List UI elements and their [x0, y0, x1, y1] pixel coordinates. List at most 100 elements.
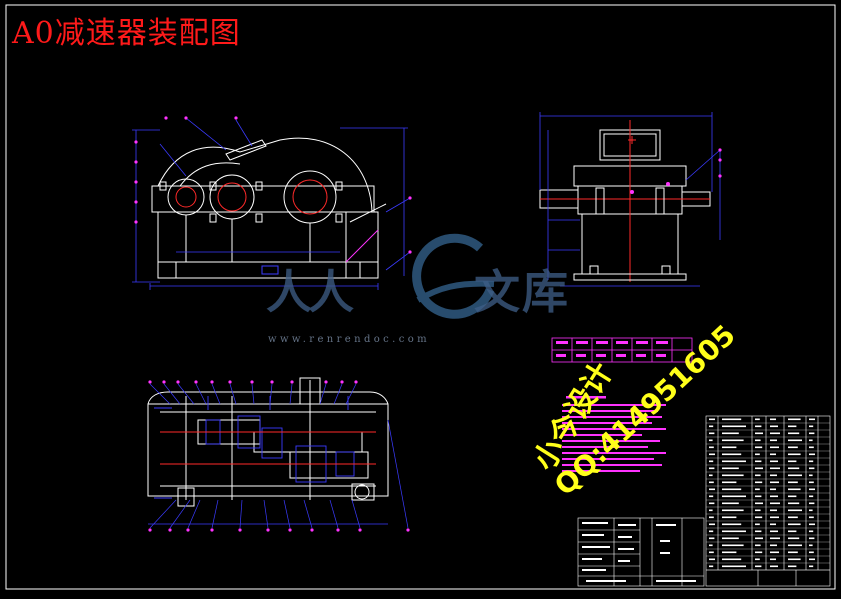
- parts-list-cell-text: [770, 502, 780, 505]
- parts-list-cell-text: [788, 516, 798, 519]
- parts-list-cell-text: [722, 502, 739, 505]
- parts-list-cell-text: [722, 425, 746, 428]
- parts-list-cell-text: [770, 439, 777, 442]
- parts-list-cell-text: [809, 481, 814, 484]
- parts-list-cell-text: [788, 446, 798, 449]
- parts-list-cell-text: [755, 502, 763, 505]
- parts-list-cell-text: [722, 558, 742, 561]
- parts-list-cell-text: [809, 418, 815, 421]
- title-block-cell-text: [660, 552, 670, 554]
- parts-list-cell-text: [788, 474, 802, 477]
- parts-list-cell-text: [788, 523, 801, 526]
- front-view-dimensions: [132, 117, 411, 290]
- parts-list-cell-text: [788, 502, 800, 505]
- parts-list-cell-text: [709, 474, 713, 477]
- parts-list-cell-text: [755, 544, 761, 547]
- parts-list-cell-text: [770, 551, 779, 554]
- parts-list-cell-text: [809, 551, 814, 554]
- parts-list-cell-text: [709, 523, 715, 526]
- characteristics-table: [551, 337, 693, 363]
- parts-list-cell-text: [809, 516, 814, 519]
- parts-list: [705, 415, 831, 587]
- parts-list-cell-text: [709, 495, 714, 498]
- parts-list-cell-text: [770, 474, 777, 477]
- parts-list-cell-text: [788, 558, 801, 561]
- parts-list-cell-text: [722, 509, 744, 512]
- parts-list-cell-text: [722, 565, 746, 568]
- parts-list-cell-text: [770, 418, 776, 421]
- parts-list-cell-text: [788, 439, 802, 442]
- title-block-cell-text: [582, 569, 606, 571]
- parts-list-cell-text: [809, 446, 814, 449]
- characteristics-table-text: [556, 341, 668, 357]
- parts-list-cell-text: [809, 537, 815, 540]
- parts-list-cell-text: [755, 432, 763, 435]
- parts-list-cell-text: [788, 509, 802, 512]
- parts-list-cell-text: [770, 460, 778, 463]
- top-view: [147, 377, 389, 507]
- parts-list-cell-text: [709, 439, 713, 442]
- parts-list-cell-text: [770, 425, 778, 428]
- top-view-leaders: [148, 383, 409, 529]
- parts-list-cell-text: [809, 544, 813, 547]
- parts-list-cell-text: [722, 523, 742, 526]
- title-block-cell-text: [660, 540, 670, 542]
- parts-list-cell-text: [788, 432, 800, 435]
- parts-list-cell-text: [722, 460, 746, 463]
- parts-list-cell-text: [809, 432, 815, 435]
- parts-list-cell-text: [770, 453, 776, 456]
- parts-list-cell-text: [809, 565, 814, 568]
- parts-list-cell-text: [722, 516, 737, 519]
- parts-list-cell-text: [709, 425, 714, 428]
- parts-list-rows: [706, 418, 830, 571]
- parts-list-cell-text: [755, 495, 762, 498]
- parts-list-cell-text: [755, 418, 760, 421]
- parts-list-cell-text: [770, 565, 778, 568]
- parts-list-cell-text: [755, 537, 763, 540]
- parts-list-cell-text: [809, 439, 813, 442]
- parts-list-cell-text: [709, 446, 714, 449]
- parts-list-cell-text: [809, 474, 813, 477]
- parts-list-cell-text: [755, 551, 763, 554]
- parts-list-cell-text: [755, 439, 761, 442]
- parts-list-cell-text: [770, 432, 780, 435]
- title-block-cell-text: [582, 558, 602, 560]
- parts-list-cell-text: [709, 544, 713, 547]
- front-view-balloons: [134, 116, 412, 254]
- parts-list-cell-text: [709, 551, 714, 554]
- parts-list-cell-text: [788, 481, 798, 484]
- parts-list-cell-text: [709, 460, 714, 463]
- parts-list-cell-text: [770, 509, 777, 512]
- drawing-title: A0减速器装配图: [12, 16, 241, 51]
- parts-list-cell-text: [809, 488, 815, 491]
- parts-list-cell-text: [770, 488, 776, 491]
- parts-list-cell-text: [788, 495, 797, 498]
- parts-list-cell-text: [755, 523, 760, 526]
- watermark-text-right: 文库: [474, 265, 570, 319]
- parts-list-cell-text: [770, 523, 776, 526]
- technical-notes: [562, 396, 666, 472]
- parts-list-cell-text: [788, 418, 801, 421]
- title-block-cell-text: [656, 524, 676, 526]
- parts-list-cell-text: [709, 558, 715, 561]
- parts-list-cell-text: [722, 467, 739, 470]
- parts-list-cell-text: [722, 453, 742, 456]
- parts-list-cell-text: [755, 474, 761, 477]
- parts-list-cell-text: [809, 558, 815, 561]
- parts-list-cell-text: [809, 495, 814, 498]
- title-block-cell-text: [582, 534, 604, 536]
- parts-list-cell-text: [709, 481, 714, 484]
- parts-list-cell-text: [755, 453, 760, 456]
- parts-list-cell-text: [709, 453, 715, 456]
- parts-list-cell-text: [755, 530, 762, 533]
- parts-list-cell-text: [788, 460, 797, 463]
- parts-list-cell-text: [722, 488, 742, 491]
- parts-list-cell-text: [722, 474, 744, 477]
- parts-list-cell-text: [755, 558, 760, 561]
- parts-list-cell-text: [770, 446, 779, 449]
- side-view-balloons: [630, 148, 722, 194]
- title-block-cell-text: [582, 522, 608, 524]
- side-view: [539, 120, 711, 282]
